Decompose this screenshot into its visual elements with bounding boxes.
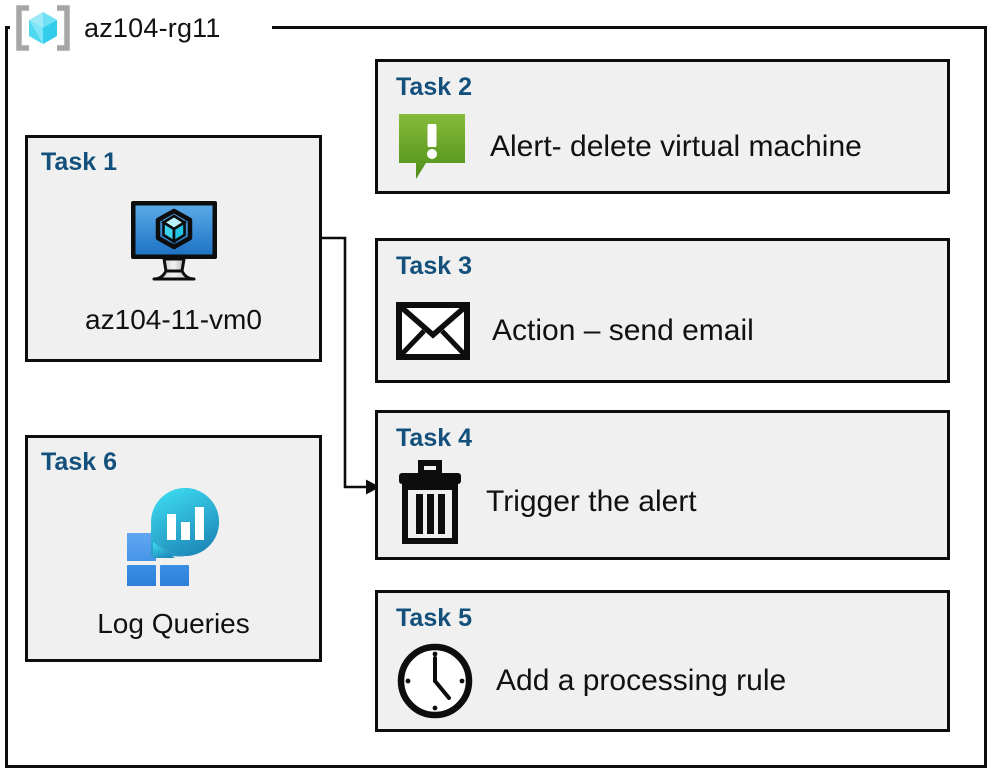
card-task1[interactable]: Task 1 — [25, 135, 322, 362]
resource-group-header: az104-rg11 — [12, 3, 221, 53]
virtual-machine-icon — [130, 201, 217, 281]
card-task5-title: Task 5 — [396, 604, 472, 632]
envelope-icon — [396, 301, 470, 360]
card-task3-title: Task 3 — [396, 252, 472, 280]
trash-can-icon — [399, 460, 461, 544]
card-task6-title: Task 6 — [41, 448, 117, 476]
clock-icon — [397, 643, 473, 719]
card-task2-label: Alert- delete virtual machine — [490, 129, 862, 163]
card-task5-label: Add a processing rule — [496, 664, 787, 698]
azure-resource-group-icon — [16, 5, 70, 51]
resource-group-name: az104-rg11 — [84, 12, 221, 43]
card-task2[interactable]: Task 2 Alert- delete virtual machine — [375, 59, 950, 194]
resource-group-frame — [5, 26, 987, 768]
card-task4-title: Task 4 — [396, 424, 472, 452]
alert-exclamation-icon — [399, 113, 465, 179]
card-task6[interactable]: Task 6 — [25, 435, 322, 662]
card-task5[interactable]: Task 5 Add a processing rule — [375, 590, 950, 732]
card-task6-label: Log Queries — [97, 608, 250, 639]
card-task4[interactable]: Task 4 Trigger the alert — [375, 410, 950, 560]
card-task1-title: Task 1 — [41, 148, 117, 176]
card-task4-label: Trigger the alert — [486, 485, 697, 519]
card-task3-label: Action – send email — [492, 313, 754, 347]
log-analytics-icon — [126, 488, 219, 586]
card-task2-title: Task 2 — [396, 73, 472, 101]
card-task3[interactable]: Task 3 Action – send email — [375, 238, 950, 383]
card-task1-label: az104-11-vm0 — [85, 304, 262, 335]
